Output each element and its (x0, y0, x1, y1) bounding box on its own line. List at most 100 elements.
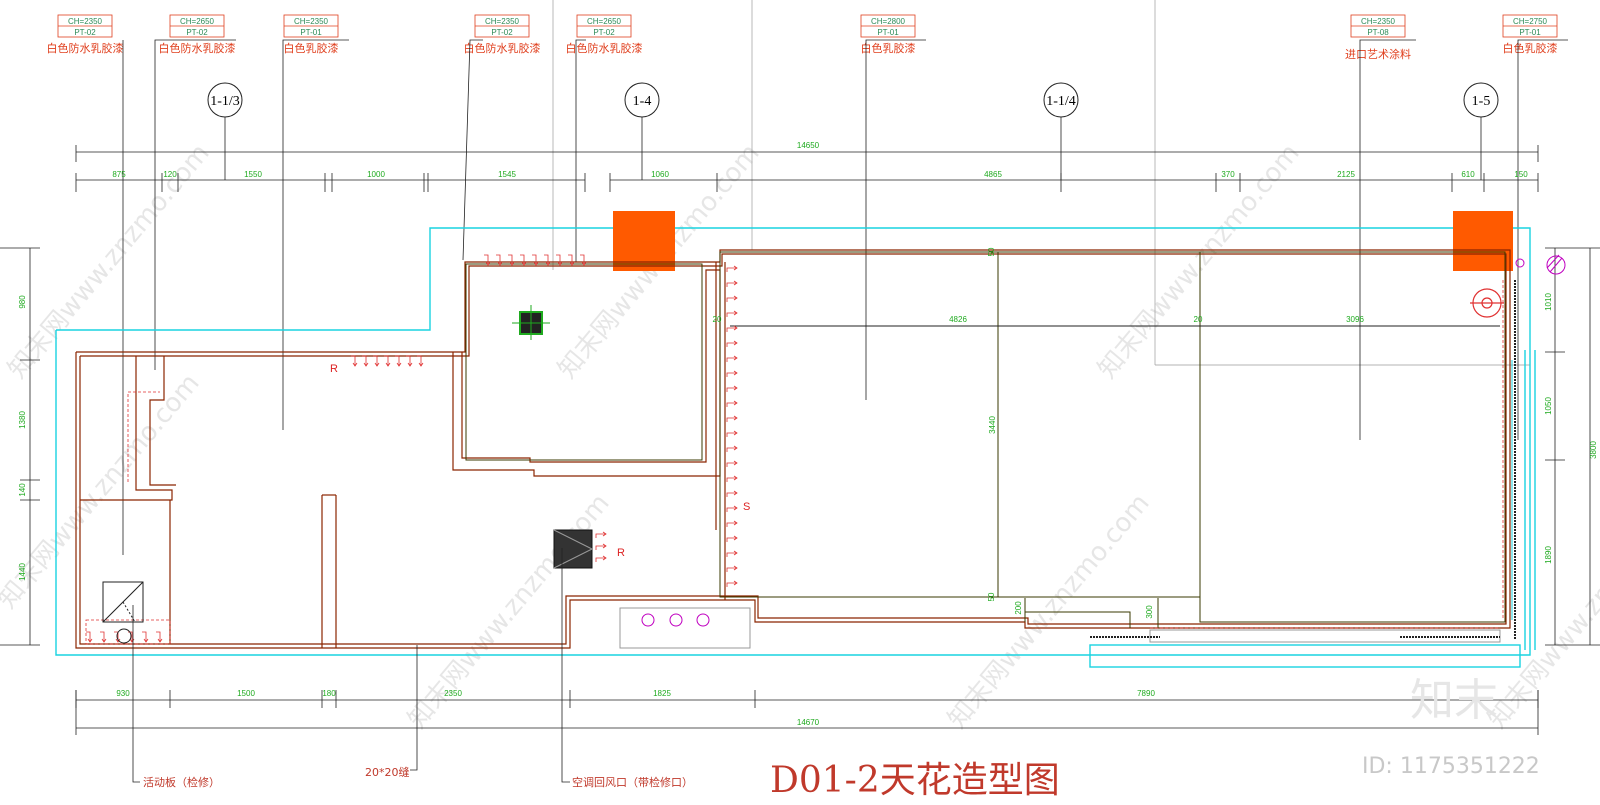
material-tag-label: 白色乳胶漆 (284, 41, 339, 55)
drawing-title: D01-2天花造型图 (770, 760, 1060, 801)
dim-top-0: 875 (112, 170, 126, 179)
grid-bubble-1-1-3 (207, 82, 243, 118)
note-access-panel: 活动板（检修） (143, 775, 220, 789)
dim-bottom-4: 1825 (653, 689, 671, 698)
mark-s-1: S (743, 501, 750, 513)
material-tag-pt: PT-01 (877, 28, 899, 37)
material-tag-label: 白色防水乳胶漆 (47, 41, 124, 55)
grid-bubble-1-1-4 (1043, 82, 1079, 118)
dim-inner-200: 200 (1014, 601, 1023, 615)
material-tag-ch: CH=2350 (294, 17, 329, 26)
watermark-1: 知末网www.znzmo.com (2, 138, 215, 384)
dim-top-2: 1550 (244, 170, 262, 179)
dim-inner-50b: 50 (987, 592, 996, 601)
dim-top-9: 610 (1461, 170, 1475, 179)
ceiling-panels (465, 251, 1513, 649)
dim-bottom-1: 1500 (237, 689, 255, 698)
watermark-6: 知末网www.znzmo.com (942, 488, 1155, 734)
sink-bowls (641, 254, 1566, 627)
cyan-boundary (55, 227, 1536, 668)
dim-top-1: 120 (163, 170, 177, 179)
dimension-lines-left (0, 247, 40, 646)
dimension-texts-top: 875 120 1550 1000 1545 1060 4865 370 2125 610 150 (112, 170, 1528, 179)
dim-top-8: 2125 (1337, 170, 1355, 179)
note-gap: 20*20缝 (365, 765, 410, 779)
grid-label-1-1-4: 1-1/4 (1046, 94, 1076, 109)
return-air-grille (553, 529, 593, 569)
material-tag-ch: CH=2350 (485, 17, 520, 26)
dim-right-2: 1890 (1544, 546, 1553, 564)
ceiling-vent (512, 305, 550, 340)
dim-left-3: 1440 (18, 563, 27, 581)
material-tag-ch: CH=2650 (180, 17, 215, 26)
dim-top-3: 1000 (367, 170, 385, 179)
material-tag-pt: PT-02 (74, 28, 96, 37)
material-tag-ch: CH=2350 (1361, 17, 1396, 26)
dim-bottom-0: 930 (116, 689, 130, 698)
dim-right-0: 1010 (1544, 293, 1553, 311)
dim-inner-20a: 20 (713, 315, 722, 324)
exhaust-fan-icon (1470, 288, 1504, 318)
mark-r-2: R (617, 547, 625, 559)
dim-top-total: 14650 (797, 141, 820, 150)
dim-right-total: 3800 (1589, 441, 1598, 459)
grid-label-1-5: 1-5 (1472, 94, 1491, 109)
dim-top-10: 150 (1514, 170, 1528, 179)
material-tag-pt: PT-02 (186, 28, 208, 37)
ceiling-panel-main (719, 251, 1201, 598)
dim-top-6: 4865 (984, 170, 1002, 179)
material-tag-pt: PT-01 (300, 28, 322, 37)
grid-bubbles: 1-1/3 1-4 1-1/4 1-5 (207, 82, 1499, 180)
column-block-left (613, 211, 675, 271)
note-return-air: 空调回风口（带检修口） (572, 775, 693, 789)
access-panel (102, 581, 144, 623)
dim-inner-3440: 3440 (988, 416, 997, 434)
dim-top-4: 1545 (498, 170, 516, 179)
dim-left-2: 140 (18, 483, 27, 497)
dashed-outlines (85, 280, 1504, 645)
dim-top-5: 1060 (651, 170, 669, 179)
pipe-icon (116, 628, 132, 644)
watermark-7: 知末网www.znzmo.com (1482, 488, 1600, 734)
material-tag-label: 白色防水乳胶漆 (464, 41, 541, 55)
watermark-3: 知末网www.znzmo.com (1092, 138, 1305, 384)
dim-left-1: 1380 (18, 411, 27, 429)
material-tag-label: 白色防水乳胶漆 (159, 41, 236, 55)
mark-r-1: R (330, 363, 338, 375)
dimension-lines-right (1545, 247, 1600, 646)
material-tag-pt: PT-08 (1367, 28, 1389, 37)
column-block-right (1453, 211, 1513, 271)
watermark-5: 知末网www.znzmo.com (402, 488, 615, 734)
dimension-lines-top (75, 145, 1539, 181)
grid-label-1-1-3: 1-1/3 (210, 94, 240, 109)
grid-bubble-1-5 (1463, 82, 1499, 118)
material-tag-label: 白色乳胶漆 (1503, 41, 1558, 55)
dim-bottom-5: 7890 (1137, 689, 1155, 698)
dim-inner-50a: 50 (987, 247, 996, 256)
dim-inner-3096: 3096 (1346, 315, 1364, 324)
dim-inner-20b: 20 (1194, 315, 1203, 324)
material-tag-pt: PT-01 (1519, 28, 1541, 37)
light-strips (1090, 280, 1516, 640)
brand-logo-text: 知末 (1410, 675, 1498, 726)
dimension-ticks-bottom (75, 690, 1539, 708)
dim-bottom-2: 180 (322, 689, 336, 698)
grid-label-1-4: 1-4 (633, 94, 652, 109)
material-tag-label: 白色防水乳胶漆 (566, 41, 643, 55)
dim-bottom-3: 2350 (444, 689, 462, 698)
dimension-texts-bottom: 930 1500 180 2350 1825 7890 (116, 689, 1155, 698)
walls (75, 249, 1511, 649)
material-tag-pt: PT-02 (491, 28, 513, 37)
grid-bubble-1-4 (624, 82, 660, 118)
dim-inner-4826: 4826 (949, 315, 967, 324)
dim-top-7: 370 (1221, 170, 1235, 179)
watermark-4: 知末网www.znzmo.com (0, 368, 206, 614)
